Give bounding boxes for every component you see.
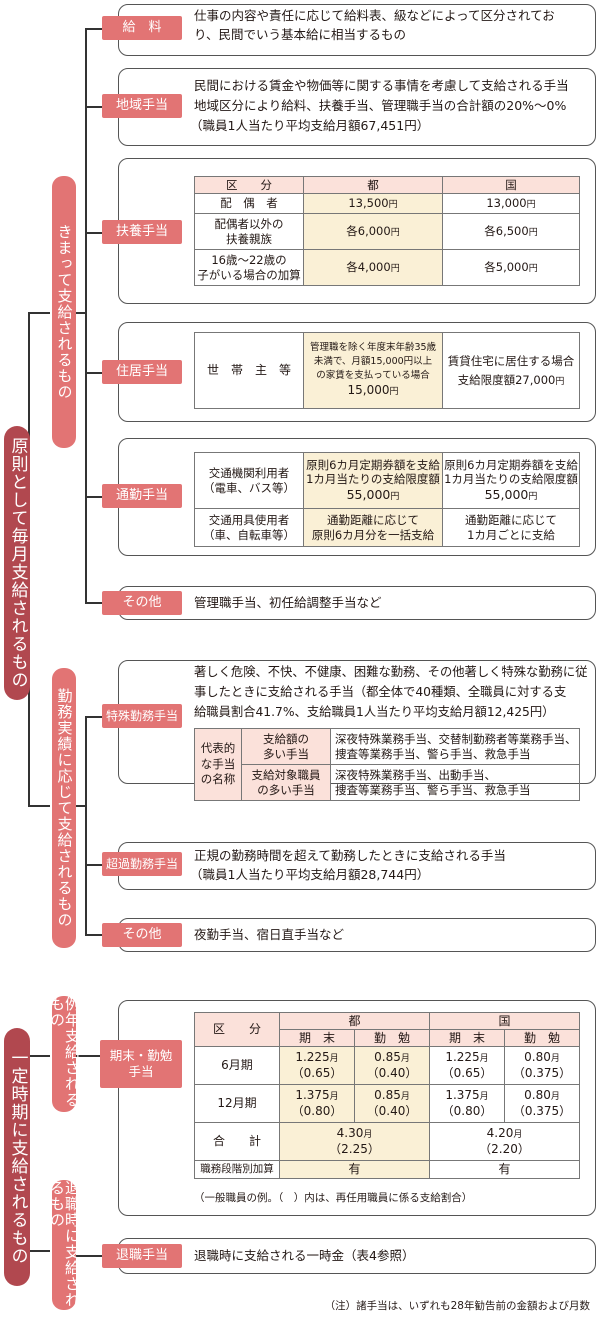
- connector: [74, 1255, 102, 1257]
- salary-label: 給 料: [102, 16, 182, 40]
- dependent-allowance-label: 扶養手当: [102, 220, 182, 244]
- overtime-allowance-label: 超過勤務手当: [102, 852, 182, 876]
- connector: [74, 805, 86, 807]
- other-allowance-label-1: その他: [102, 591, 182, 615]
- retirement-text: 退職時に支給される一時金（表4参照）: [194, 1248, 415, 1263]
- connector: [28, 1055, 50, 1057]
- regional-text-1: 民間における賃金や物価等に関する事情を考慮して支給される手当: [194, 78, 569, 93]
- monthly-category-pill: 原則として毎月支給されるもの: [4, 426, 30, 700]
- bonus-allowance-label: 期末・勤勉手当: [100, 1040, 182, 1088]
- connector: [85, 28, 87, 602]
- footnote: （注）諸手当は、いずれも28年勧告前の金額および月数: [324, 1300, 590, 1312]
- regional-text-3: （職員1人当たり平均支給月額67,451円）: [190, 118, 430, 133]
- special-duty-allowance-label: 特殊勤務手当: [102, 704, 182, 728]
- housing-table: 世 帯 主 等 管理職を除く年度末年齢35歳未満で、月額15,000円以上の家賃…: [194, 332, 580, 409]
- connector: [74, 1055, 102, 1057]
- retirement-allowance-box: [118, 1238, 596, 1274]
- connector: [28, 1250, 50, 1252]
- connector: [85, 28, 103, 30]
- connector: [85, 372, 103, 374]
- connector: [28, 688, 30, 806]
- connector: [28, 805, 50, 807]
- regional-allowance-box: [118, 68, 596, 146]
- overtime-text-2: （職員1人当たり平均支給月額28,744円）: [190, 867, 430, 882]
- retirement-allowance-label: 退職手当: [102, 1244, 182, 1268]
- other-allowance-text-2: 夜勤手当、宿日直手当など: [194, 927, 345, 942]
- salary-text-2: り、民間でいう基本給に相当するもの: [194, 27, 407, 42]
- other-allowance-text-1: 管理職手当、初任給調整手当など: [194, 595, 382, 610]
- retirement-pill: 退職時に支給されるもの: [48, 1180, 81, 1310]
- connector: [85, 232, 103, 234]
- annual-pill: 例年支給されるもの: [48, 996, 81, 1112]
- connector: [85, 602, 103, 604]
- other-allowance-box-1: [118, 586, 596, 620]
- overtime-text-1: 正規の勤務時間を超えて勤務したときに支給される手当: [194, 848, 506, 863]
- connector: [85, 934, 103, 936]
- fixed-allowance-pill: きまって支給されるもの: [52, 176, 76, 448]
- special-duty-table: 代表的な手当の名称 支給額の多い手当 深夜特殊業務手当、交替制勤務者等業務手当、…: [194, 728, 580, 801]
- commute-allowance-label: 通勤手当: [102, 484, 182, 508]
- periodic-category-pill: 一定時期に支給されるもの: [4, 1028, 30, 1286]
- salary-box: [118, 4, 596, 56]
- overtime-allowance-box: [118, 842, 596, 890]
- special-duty-text-1: 著しく危険、不快、不健康、困難な勤務、その他著しく特殊な勤務に従: [194, 665, 588, 679]
- housing-allowance-label: 住居手当: [102, 360, 182, 384]
- connector: [28, 312, 50, 314]
- connector: [85, 864, 103, 866]
- salary-text-1: 仕事の内容や責任に応じて給料表、級などによって区分されてお: [194, 8, 555, 23]
- bonus-note: （一般職員の例。（ ）内は、再任用職員に係る支給割合）: [194, 1192, 473, 1204]
- connector: [85, 496, 103, 498]
- other-allowance-box-2: [118, 918, 596, 952]
- connector: [85, 716, 87, 934]
- performance-allowance-pill: 勤務実績に応じて支給されるもの: [52, 668, 76, 948]
- connector: [85, 716, 103, 718]
- special-duty-text-2: 事したときに支給される手当（都全体で40種類、全職員に対する支: [194, 685, 567, 699]
- connector: [85, 106, 103, 108]
- regional-text-2: 地域区分により給料、扶養手当、管理職手当の合計額の20%～0%: [194, 98, 567, 113]
- regional-allowance-label: 地域手当: [102, 94, 182, 118]
- special-duty-text-3: 給職員割合41.7%、支給職員1人当たり平均支給月額12,425円）: [194, 705, 555, 719]
- bonus-table: 区 分 都 国 期 末 勤 勉 期 末 勤 勉 6月期 1.225月（0.65）…: [194, 1012, 580, 1179]
- connector: [74, 312, 86, 314]
- other-allowance-label-2: その他: [102, 923, 182, 947]
